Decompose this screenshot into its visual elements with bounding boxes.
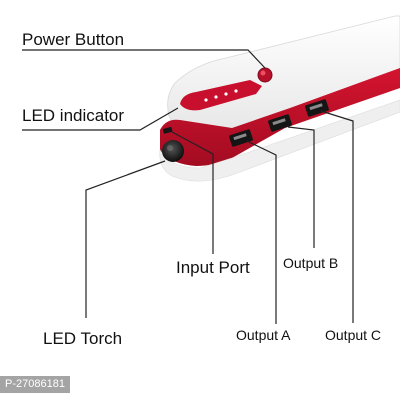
led-indicator-dots [204,89,238,102]
led-dot-icon [224,92,228,96]
led-indicator-leader [22,107,179,131]
watermark: P-27086181 [0,376,70,393]
usb-port-c-icon [305,99,329,117]
usb-port-a-icon [229,129,253,147]
power-button-leader [22,49,266,69]
label-led-torch: LED Torch [43,329,123,348]
label-output-a: Output A [236,327,291,343]
usb-port-b-icon [268,114,292,132]
label-input-port: Input Port [176,258,250,277]
led-dot-icon [234,89,238,93]
label-output-c: Output C [325,327,382,343]
led-torch-icon [162,140,184,162]
output-b-leader [287,126,315,248]
micro-usb-input-icon [162,126,173,134]
label-power-button: Power Button [22,30,125,49]
input-port-leader [171,131,214,254]
red-top-accent [180,80,262,111]
output-c-leader [320,110,354,323]
power-bank-body [159,15,400,182]
led-dot-icon [204,98,208,102]
led-dot-icon [214,95,218,99]
label-led-indicator: LED indicator [22,106,125,125]
led-torch-leader [85,160,166,318]
power-button-icon [257,67,273,83]
bottom-shell [159,99,400,182]
leader-lines [22,49,354,324]
label-output-b: Output B [283,255,339,271]
output-a-leader [246,140,277,324]
